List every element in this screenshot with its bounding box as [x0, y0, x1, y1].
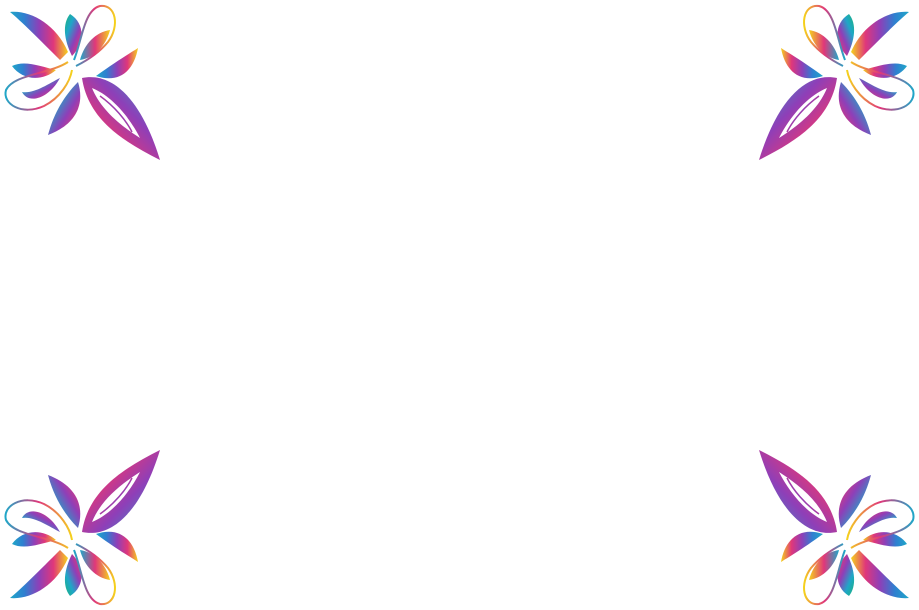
floral-corner-ornament-icon	[754, 445, 919, 610]
floral-corner-ornament-icon	[754, 0, 919, 165]
floral-corner-ornament-icon	[0, 0, 165, 165]
floral-corner-ornament-icon	[0, 445, 165, 610]
